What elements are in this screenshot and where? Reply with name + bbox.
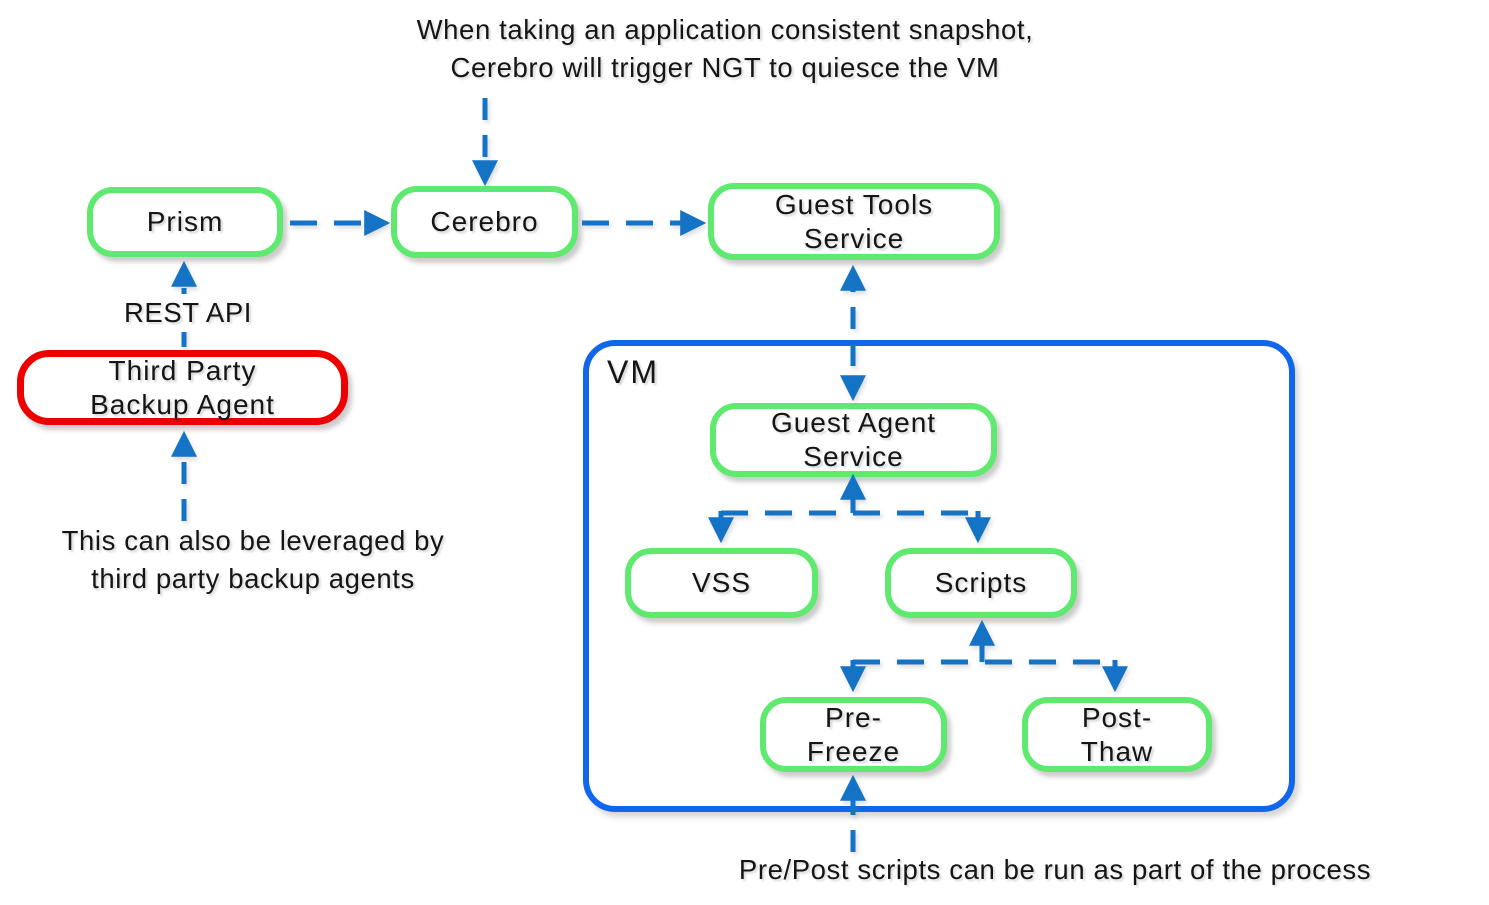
node-guest-tools-service-label: Guest Tools Service: [774, 188, 934, 254]
note-top: When taking an application consistent sn…: [416, 14, 1034, 83]
node-guest-agent-service: Guest Agent Service: [710, 403, 997, 477]
rest-api-label: REST API: [94, 294, 282, 332]
node-scripts: Scripts: [885, 548, 1077, 618]
node-cerebro: Cerebro: [391, 186, 578, 258]
node-vss: VSS: [625, 548, 818, 618]
note-third-party: This can also be leveraged by third part…: [61, 525, 445, 594]
node-prism-label: Prism: [146, 206, 224, 237]
node-pre-freeze-label: Pre- Freeze: [806, 701, 901, 767]
node-vss-label: VSS: [691, 567, 752, 598]
node-third-party-backup-agent: Third Party Backup Agent: [17, 350, 348, 425]
node-post-thaw-label: Post- Thaw: [1080, 701, 1154, 767]
node-guest-agent-service-label: Guest Agent Service: [770, 407, 937, 472]
vm-label: VM: [607, 354, 659, 390]
vm-container: VM: [583, 340, 1295, 812]
node-cerebro-label: Cerebro: [430, 206, 539, 237]
node-scripts-label: Scripts: [934, 567, 1028, 598]
node-prism: Prism: [87, 187, 283, 257]
node-guest-tools-service: Guest Tools Service: [708, 183, 1000, 260]
node-pre-freeze: Pre- Freeze: [760, 697, 947, 772]
node-post-thaw: Post- Thaw: [1022, 697, 1212, 772]
node-third-party-backup-agent-label: Third Party Backup Agent: [90, 354, 275, 420]
note-bottom: Pre/Post scripts can be run as part of t…: [738, 854, 1372, 885]
